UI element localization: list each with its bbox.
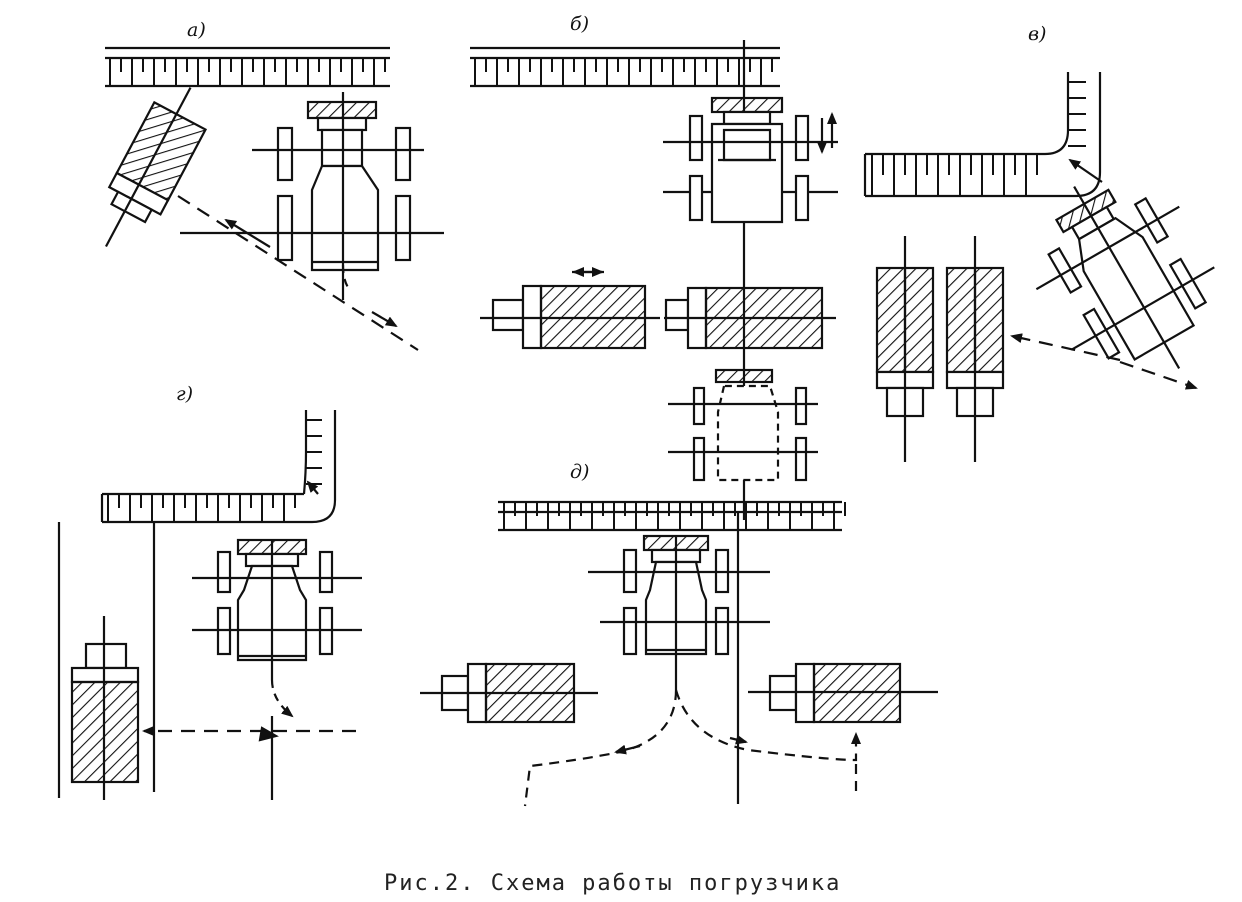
pallet-b-right — [664, 286, 836, 350]
pallet-a — [105, 87, 208, 248]
rack-a-ticks — [109, 58, 386, 86]
rack-d-ticks — [503, 502, 846, 530]
rack-b — [470, 46, 780, 88]
forklift-v — [1035, 186, 1215, 369]
pallet-v-left — [875, 236, 935, 462]
rack-a — [105, 46, 390, 88]
panel-g — [57, 410, 362, 800]
forklift-b-top — [663, 96, 838, 224]
forklift-a — [180, 92, 444, 300]
rack-v-ticks — [871, 154, 1038, 196]
rack-b-ticks — [474, 58, 773, 86]
rack-g-ticks — [107, 494, 296, 522]
forklift-g — [192, 538, 362, 680]
rack-v-vticks — [1068, 81, 1086, 147]
panel-label-g: г) — [176, 383, 193, 405]
figure-caption: Рис.2. Схема работы погрузчика — [384, 871, 841, 896]
pallet-d-left — [420, 662, 598, 724]
panel-a — [105, 46, 444, 351]
panel-label-a: а) — [187, 19, 206, 41]
panel-b — [470, 40, 838, 520]
pallet-b-left — [480, 267, 660, 350]
panel-label-d: д) — [570, 461, 589, 483]
pallet-g — [70, 616, 140, 800]
panel-label-v: в) — [1028, 23, 1046, 45]
panel-v — [863, 72, 1215, 462]
panel-label-b: б) — [570, 13, 589, 35]
pallet-d-right — [748, 662, 938, 724]
panel-d — [420, 500, 938, 807]
forklift-b-bottom — [692, 368, 808, 482]
rack-g-vticks — [306, 419, 322, 485]
forklift-d — [588, 534, 770, 690]
pallet-v-right — [945, 236, 1005, 462]
